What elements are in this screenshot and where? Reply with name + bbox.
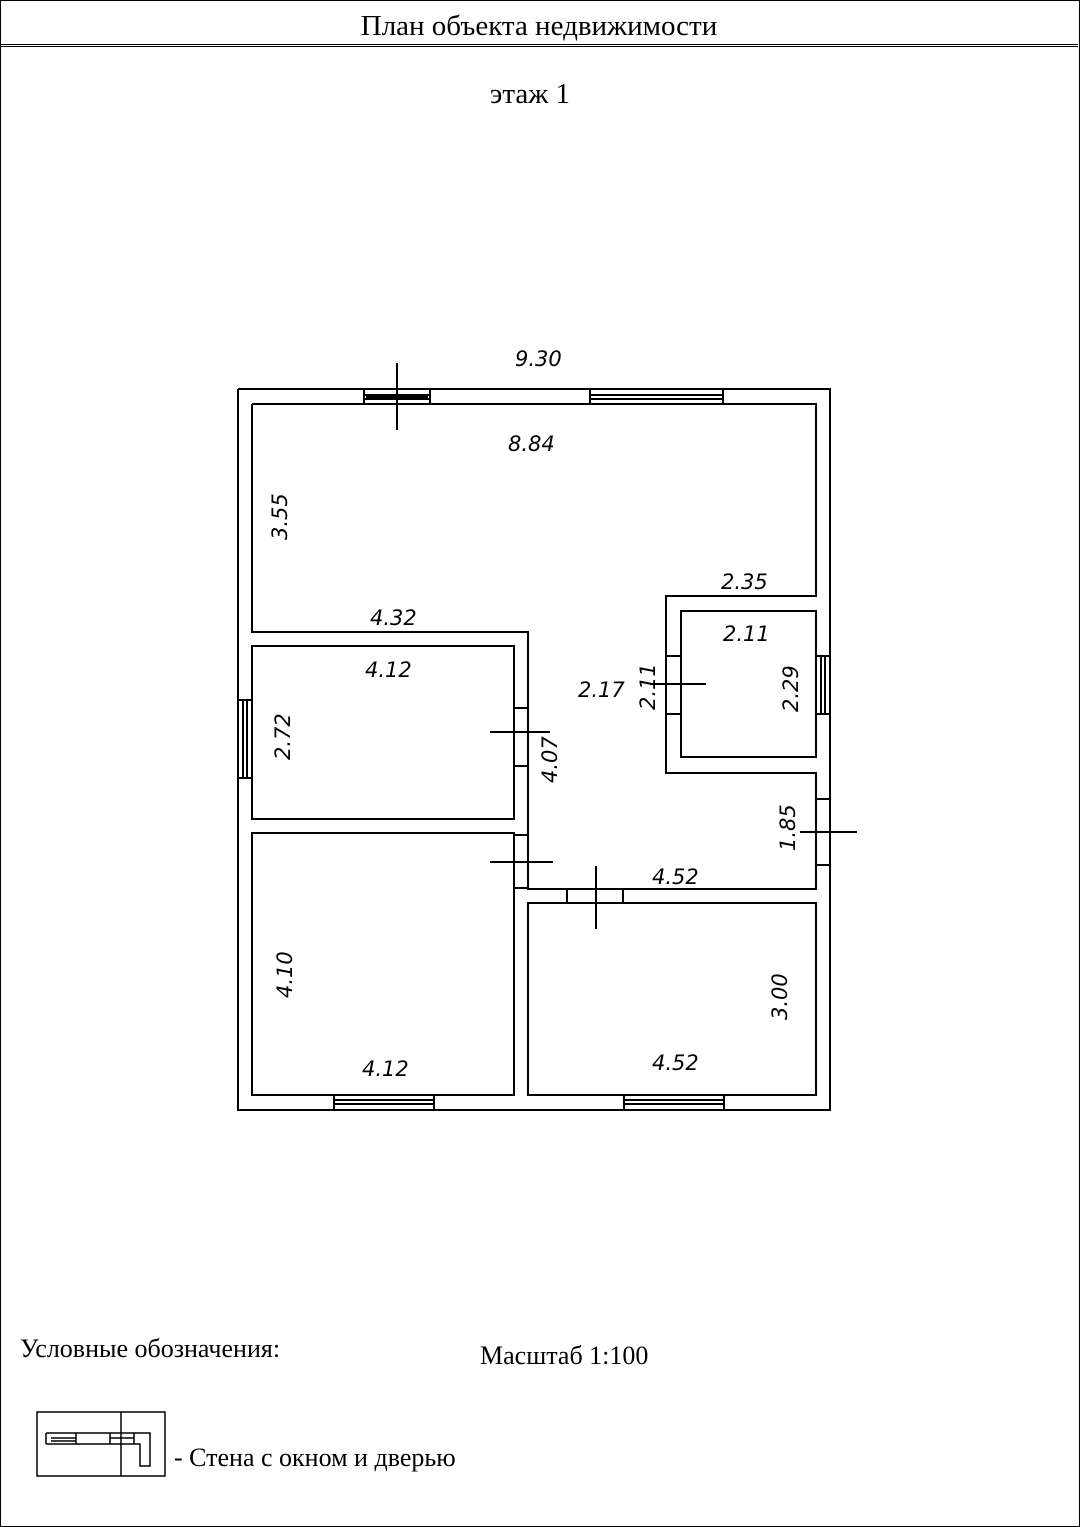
scale-label: Масштаб 1:100	[480, 1341, 649, 1370]
room-b-wall	[527, 902, 817, 1096]
dim-room-c-depth: 4.10	[273, 951, 297, 998]
page-title: План объекта недвижимости	[360, 10, 718, 42]
dim-bath-depth: 2.29	[779, 665, 803, 712]
dim-corridor-width: 2.17	[578, 678, 625, 702]
legend-symbol	[36, 1411, 166, 1477]
dim-corridor-length: 4.07	[538, 736, 562, 783]
dim-hall-width: 8.84	[508, 432, 555, 456]
dim-room-c-width: 4.12	[362, 1057, 409, 1081]
dim-room-b-depth: 3.00	[768, 973, 792, 1020]
dim-left-rooms-width: 4.32	[370, 606, 417, 630]
dim-bath-width: 2.11	[723, 622, 770, 646]
room-c-wall	[251, 832, 515, 1096]
dim-room-b-width: 4.52	[652, 1051, 699, 1075]
dim-room-a-depth: 2.72	[271, 713, 295, 760]
dim-overall-width: 9.30	[515, 347, 562, 371]
dim-bath-inner-depth: 2.11	[636, 663, 660, 710]
legend-title: Условные обозначения:	[20, 1334, 281, 1363]
doors	[366, 363, 857, 929]
windows	[238, 390, 830, 1110]
dim-room-a-width: 4.12	[365, 658, 412, 682]
hall-wall	[251, 403, 817, 890]
outer-wall	[237, 388, 831, 1111]
floor-label: этаж 1	[489, 78, 571, 110]
dim-bath-outer-width: 2.35	[721, 570, 768, 594]
dim-hall-depth: 3.55	[268, 493, 292, 540]
legend-item-text: - Стена с окном и дверью	[174, 1443, 456, 1472]
dim-room-b-top-width: 4.52	[652, 865, 699, 889]
title-bar	[0, 0, 1078, 47]
dim-entry-depth: 1.85	[776, 804, 800, 851]
